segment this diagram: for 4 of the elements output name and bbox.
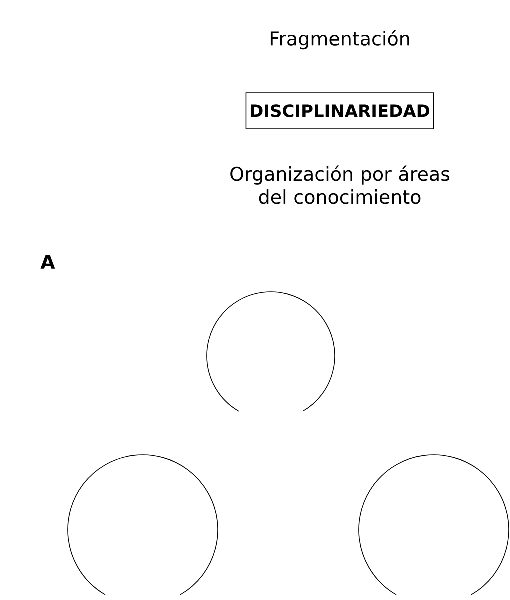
subtitle: Organización por áreas del conocimiento bbox=[230, 166, 450, 204]
title-box: DISCIPLINARIEDAD bbox=[246, 92, 434, 130]
panel-letter: A bbox=[40, 255, 56, 269]
heading: Fragmentación bbox=[270, 30, 410, 50]
